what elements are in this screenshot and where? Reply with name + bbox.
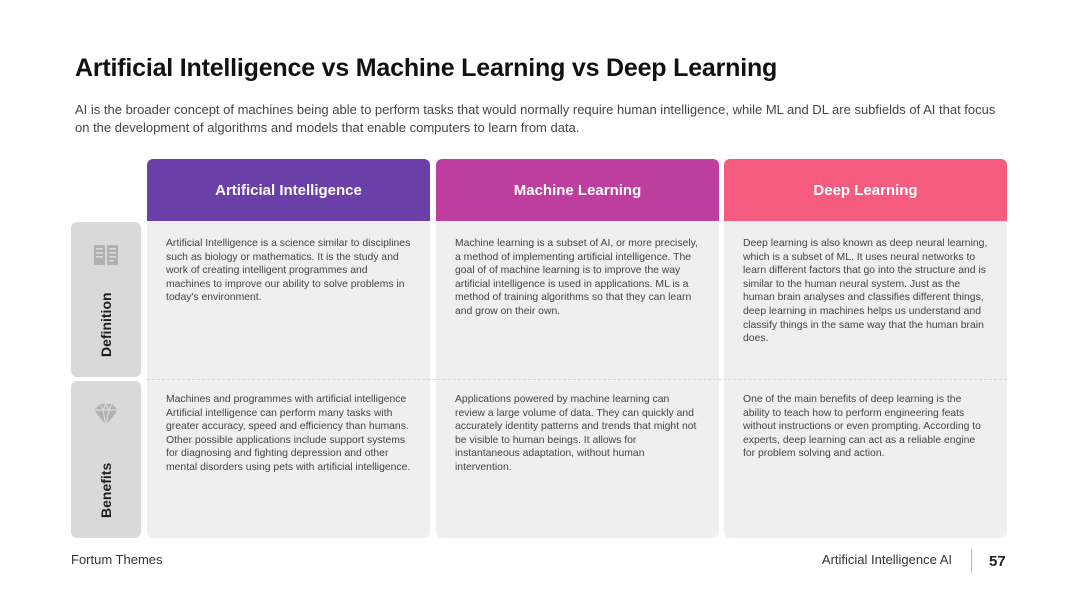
definition-text: Artificial Intelligence is a science sim… <box>166 238 411 304</box>
column-artificial-intelligence: Artificial Intelligence Artificial Intel… <box>147 159 430 538</box>
column-header: Deep Learning <box>724 159 1007 221</box>
definition-text: Machine learning is a subset of AI, or m… <box>455 238 698 317</box>
footer-section: Artificial Intelligence AI <box>821 552 952 567</box>
row-label-definition: Definition <box>71 222 141 377</box>
benefits-text: Machines and programmes with artificial … <box>166 394 411 473</box>
benefits-text: One of the main benefits of deep learnin… <box>743 394 981 460</box>
footer-separator <box>971 549 972 573</box>
page-number: 57 <box>989 553 1006 570</box>
footer-brand: Fortum Themes <box>71 552 163 567</box>
diamond-icon <box>94 402 118 426</box>
row-label-benefits: Benefits <box>71 381 141 538</box>
column-deep-learning: Deep Learning Deep learning is also know… <box>724 159 1007 538</box>
row-label-benefits-text: Benefits <box>98 462 114 518</box>
slide-subtitle: AI is the broader concept of machines be… <box>75 102 996 135</box>
book-icon <box>94 245 118 265</box>
column-machine-learning: Machine Learning Machine learning is a s… <box>436 159 719 538</box>
column-header: Machine Learning <box>436 159 719 221</box>
slide-title: Artificial Intelligence vs Machine Learn… <box>75 54 778 82</box>
benefits-text: Applications powered by machine learning… <box>455 394 697 473</box>
row-divider <box>147 379 1007 380</box>
column-header: Artificial Intelligence <box>147 159 430 221</box>
row-label-definition-text: Definition <box>98 292 114 357</box>
definition-text: Deep learning is also known as deep neur… <box>743 238 988 345</box>
